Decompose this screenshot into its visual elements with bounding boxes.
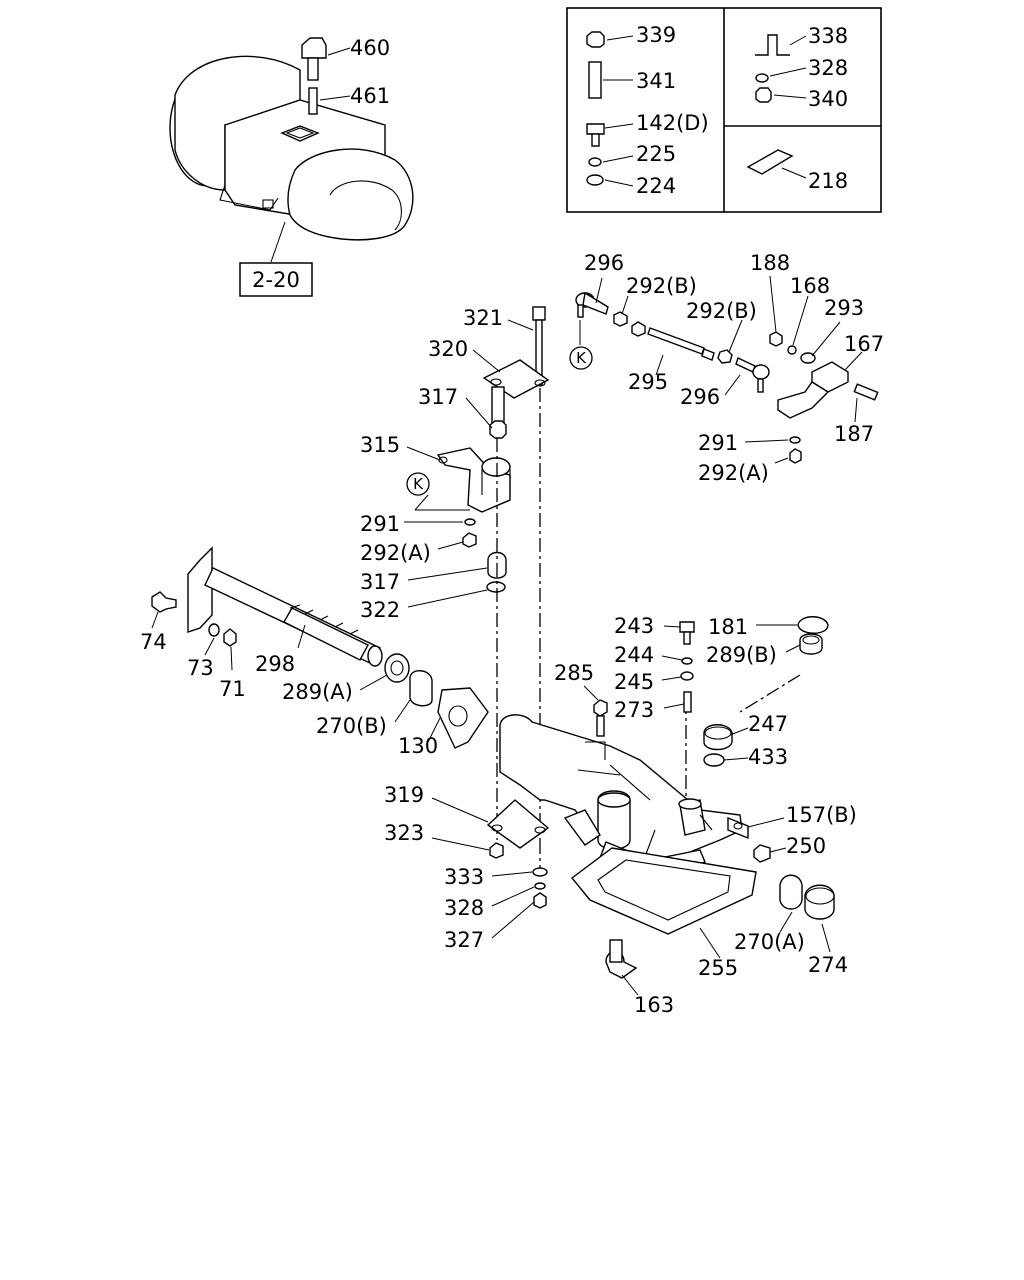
callout-247: 247 xyxy=(748,712,788,736)
part-142d-bolt xyxy=(586,123,605,135)
callout-255: 255 xyxy=(698,956,738,980)
callout-270b: 270(B) xyxy=(316,714,387,738)
part-74-bolt xyxy=(151,591,177,613)
callout-460: 460 xyxy=(350,36,390,60)
connection-marker-k-top xyxy=(569,346,593,370)
callout-315: 315 xyxy=(360,433,400,457)
callout-243: 243 xyxy=(614,614,654,638)
callout-130: 130 xyxy=(398,734,438,758)
part-224-washer xyxy=(586,174,604,186)
part-130-fork xyxy=(437,687,489,749)
part-341-stud xyxy=(588,61,602,99)
small-parts-inset xyxy=(566,7,882,213)
callout-71: 71 xyxy=(219,677,246,701)
part-218-plate xyxy=(746,149,794,175)
callout-295: 295 xyxy=(628,370,668,394)
callout-250: 250 xyxy=(786,834,826,858)
callout-188: 188 xyxy=(750,251,790,275)
callout-289a: 289(A) xyxy=(282,680,353,704)
callout-328-inset: 328 xyxy=(808,56,848,80)
callout-291-left: 291 xyxy=(360,512,400,536)
part-255-cover-plate xyxy=(570,847,757,935)
connection-marker-k-top-label: K xyxy=(576,349,587,367)
callout-298: 298 xyxy=(255,652,295,676)
callout-323: 323 xyxy=(384,821,424,845)
callout-168: 168 xyxy=(790,274,830,298)
callout-292a-left: 292(A) xyxy=(360,541,431,565)
callout-292b-right: 292(B) xyxy=(686,299,757,323)
callout-292a-right: 292(A) xyxy=(698,461,769,485)
connection-marker-k-left xyxy=(406,472,430,496)
callout-244: 244 xyxy=(614,643,654,667)
part-321-bolt xyxy=(532,306,546,321)
callout-317-bottom: 317 xyxy=(360,570,400,594)
connection-marker-k-left-label: K xyxy=(413,475,424,493)
callout-218: 218 xyxy=(808,169,848,193)
callout-274: 274 xyxy=(808,953,848,977)
callout-289b: 289(B) xyxy=(706,643,777,667)
callout-296-bottom: 296 xyxy=(680,385,720,409)
part-298-shaft xyxy=(187,546,383,667)
callout-225: 225 xyxy=(636,142,676,166)
part-295-rod xyxy=(647,327,705,355)
part-315-bracket xyxy=(436,447,511,513)
callout-333: 333 xyxy=(444,865,484,889)
callout-167: 167 xyxy=(844,332,884,356)
callout-291-right: 291 xyxy=(698,431,738,455)
callout-74: 74 xyxy=(140,630,167,654)
callout-340: 340 xyxy=(808,87,848,111)
part-338-bracket xyxy=(755,34,790,56)
callout-320: 320 xyxy=(428,337,468,361)
reference-box: 2-20 xyxy=(239,262,313,297)
part-339-nut xyxy=(586,31,605,48)
callout-461: 461 xyxy=(350,84,390,108)
part-319-lever xyxy=(486,799,550,849)
callout-labels: 460 461 339 341 142(D) 225 224 338 328 3… xyxy=(140,23,884,1017)
callout-321: 321 xyxy=(463,306,503,330)
callout-142d: 142(D) xyxy=(636,111,709,135)
callout-157b: 157(B) xyxy=(786,803,857,827)
callout-273: 273 xyxy=(614,698,654,722)
callout-327: 327 xyxy=(444,928,484,952)
callout-73: 73 xyxy=(187,656,214,680)
callout-270a: 270(A) xyxy=(734,930,805,954)
callout-328-lower: 328 xyxy=(444,896,484,920)
callout-296-top: 296 xyxy=(584,251,624,275)
callout-433: 433 xyxy=(748,745,788,769)
callout-319: 319 xyxy=(384,783,424,807)
part-460-bolt xyxy=(301,37,327,81)
callout-285: 285 xyxy=(554,661,594,685)
callout-163: 163 xyxy=(634,993,674,1017)
transmission-housing-illustration xyxy=(169,55,414,241)
callout-317-top: 317 xyxy=(418,385,458,409)
callout-187: 187 xyxy=(834,422,874,446)
part-225-washer xyxy=(588,157,602,167)
callout-341: 341 xyxy=(636,69,676,93)
part-270b-bearing xyxy=(409,670,433,707)
callout-339: 339 xyxy=(636,23,676,47)
part-181-washer xyxy=(797,616,829,634)
callout-338: 338 xyxy=(808,24,848,48)
callout-181: 181 xyxy=(708,615,748,639)
part-328-washer xyxy=(755,73,769,83)
linkage-rods xyxy=(575,291,879,464)
reference-box-label: 2-20 xyxy=(252,268,300,292)
callout-245: 245 xyxy=(614,670,654,694)
callout-292b-left: 292(B) xyxy=(626,274,697,298)
callout-322: 322 xyxy=(360,598,400,622)
part-461-pin xyxy=(308,87,318,115)
callout-293: 293 xyxy=(824,296,864,320)
part-340-nut xyxy=(755,87,772,103)
callout-224: 224 xyxy=(636,174,676,198)
